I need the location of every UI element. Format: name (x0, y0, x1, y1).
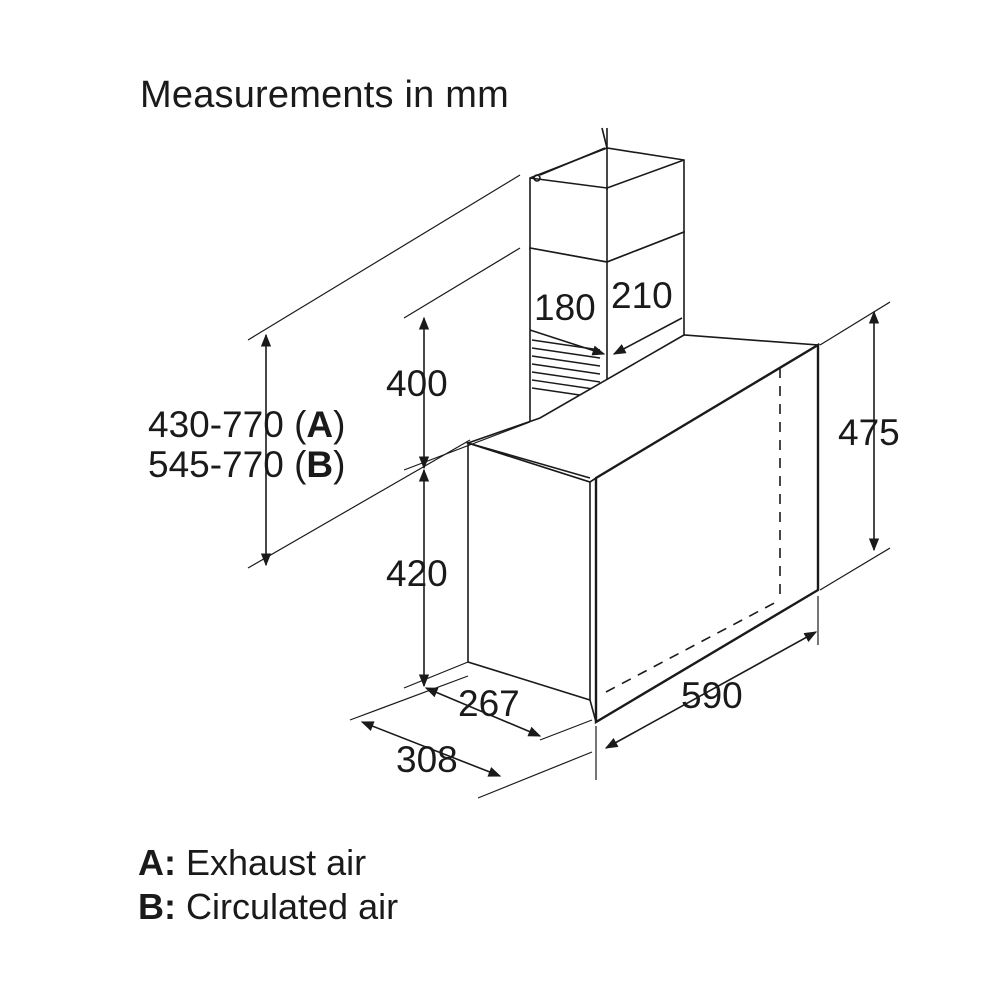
dimension-front-height: 475 (838, 412, 900, 453)
legend-item-exhaust: A: Exhaust air (138, 842, 366, 884)
dimension-chimney-height: 400 (386, 363, 448, 404)
legend-item-circulated: B: Circulated air (138, 886, 398, 928)
legend-key: B: (138, 886, 176, 927)
dimension-chimney-width: 210 (611, 275, 673, 316)
page-title: Measurements in mm (140, 74, 509, 116)
dimension-body-depth: 267 (458, 683, 520, 724)
dimension-height-b: 545-770 (B) (148, 444, 345, 485)
legend-label: Circulated air (176, 886, 399, 927)
legend-key: A: (138, 842, 176, 883)
dimension-body-height: 420 (386, 553, 448, 594)
dimension-height-a: 430-770 (A) (148, 404, 345, 445)
dimension-chimney-depth: 180 (534, 287, 596, 328)
dimension-arrows (260, 310, 880, 777)
dimension-total-depth: 308 (396, 739, 458, 780)
hood-body (465, 334, 821, 725)
legend-label: Exhaust air (176, 842, 367, 883)
dimension-width: 590 (681, 675, 743, 716)
